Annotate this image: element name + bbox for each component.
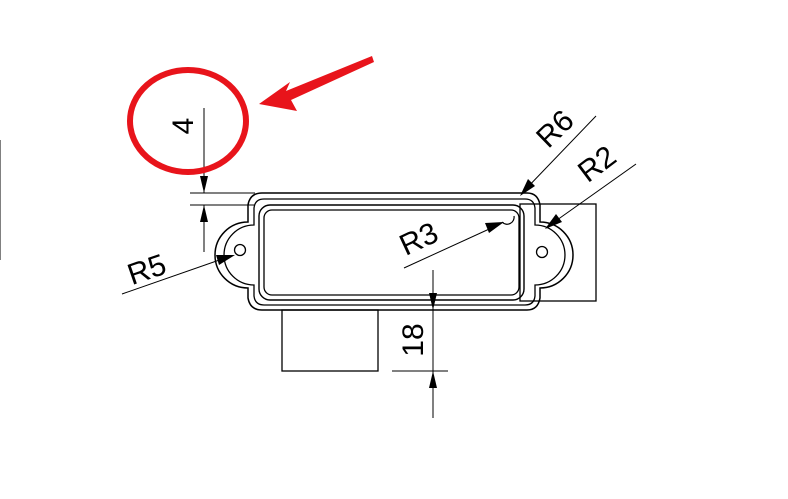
dim-arrow-top-down — [200, 176, 208, 193]
window-outer — [258, 204, 525, 301]
dim-arrow-bottom-up — [429, 371, 437, 388]
leader-arrow-r6 — [520, 179, 535, 196]
dim-label-r5: R5 — [123, 248, 170, 292]
window-inner — [263, 209, 520, 296]
leader-arrow-r3 — [485, 222, 504, 233]
left-ear-hole — [233, 243, 247, 257]
highlight-circle — [127, 67, 249, 175]
leader-arrow-r2 — [545, 214, 562, 229]
leader-arrow-r5 — [216, 255, 235, 265]
corner-arc-detail — [501, 215, 515, 225]
dim-label-r3: R3 — [395, 216, 444, 262]
right-ear-hole — [535, 245, 549, 259]
dim-label-r2: R2 — [572, 140, 622, 189]
bottom-boss — [281, 309, 379, 372]
leader-r5 — [121, 256, 229, 295]
leader-r3 — [403, 224, 499, 269]
leader-r6 — [522, 115, 597, 193]
right-boss — [519, 203, 597, 302]
flange-inner-outline — [223, 198, 566, 306]
dim-label-r6: R6 — [530, 104, 581, 154]
arrow-icon — [259, 56, 374, 111]
dim-label-top-height: 4 — [167, 118, 200, 135]
leader-r2 — [549, 163, 637, 226]
dim-arrow-bottom-down — [429, 293, 437, 310]
dim-label-bottom-height: 18 — [397, 323, 430, 356]
dim-arrow-top-up — [200, 205, 208, 222]
